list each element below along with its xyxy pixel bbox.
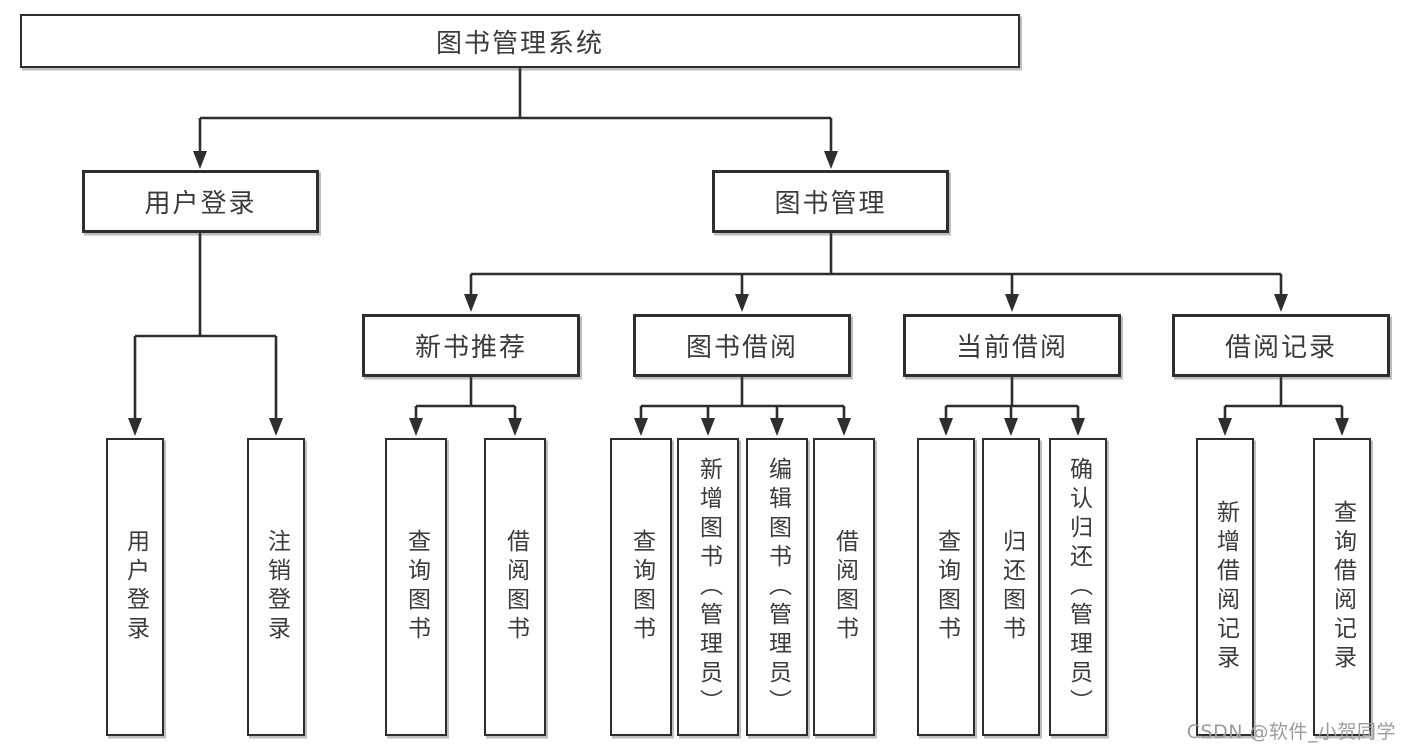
- leaf-borrow-books-recommend: 借阅图书: [484, 438, 546, 736]
- leaf-query-books-recommend: 查询图书: [385, 438, 447, 736]
- node-label: 新书推荐: [414, 333, 527, 363]
- node-root: 图书管理系统: [20, 14, 1020, 68]
- leaf-query-books-current: 查询图书: [917, 438, 975, 736]
- node-label: 新增图书（管理员）: [695, 456, 722, 718]
- leaf-add-borrow-record: 新增借阅记录: [1196, 438, 1254, 736]
- node-label: 查询图书: [403, 529, 430, 645]
- node-current-borrowing: 当前借阅: [903, 314, 1121, 377]
- node-label: 图书管理系统: [435, 28, 604, 59]
- node-label: 编辑图书（管理员）: [764, 456, 791, 718]
- node-label: 借阅图书: [831, 529, 858, 645]
- node-label: 查询图书: [628, 529, 655, 645]
- node-label: 用户登录: [122, 529, 149, 645]
- node-label: 确认归还（管理员）: [1065, 456, 1092, 718]
- node-label: 图书借阅: [685, 333, 798, 363]
- node-book-management: 图书管理: [712, 170, 949, 233]
- leaf-confirm-return-admin: 确认归还（管理员）: [1049, 438, 1107, 736]
- leaf-borrow-books: 借阅图书: [813, 438, 875, 736]
- node-book-borrowing: 图书借阅: [633, 314, 851, 377]
- node-label: 查询图书: [933, 529, 960, 645]
- leaf-user-login: 用户登录: [106, 438, 164, 736]
- node-label: 借阅记录: [1224, 333, 1337, 363]
- leaf-edit-book-admin: 编辑图书（管理员）: [746, 438, 808, 736]
- leaf-add-book-admin: 新增图书（管理员）: [677, 438, 739, 736]
- leaf-query-books-borrow: 查询图书: [610, 438, 672, 736]
- node-label: 查询借阅记录: [1329, 500, 1356, 674]
- node-borrowing-records: 借阅记录: [1172, 314, 1390, 377]
- leaf-return-book: 归还图书: [982, 438, 1040, 736]
- node-label: 用户登录: [144, 189, 257, 219]
- node-user-login: 用户登录: [82, 170, 319, 233]
- leaf-query-borrow-record: 查询借阅记录: [1313, 438, 1371, 736]
- node-label: 归还图书: [998, 529, 1025, 645]
- leaf-logout: 注销登录: [247, 438, 305, 736]
- node-label: 新增借阅记录: [1212, 500, 1239, 674]
- node-label: 图书管理: [774, 189, 887, 219]
- node-label: 当前借阅: [955, 333, 1068, 363]
- node-new-book-recommendation: 新书推荐: [362, 314, 580, 377]
- watermark: CSDN @软件_小贺同学: [1186, 721, 1396, 743]
- node-label: 注销登录: [263, 529, 290, 645]
- node-label: 借阅图书: [502, 529, 529, 645]
